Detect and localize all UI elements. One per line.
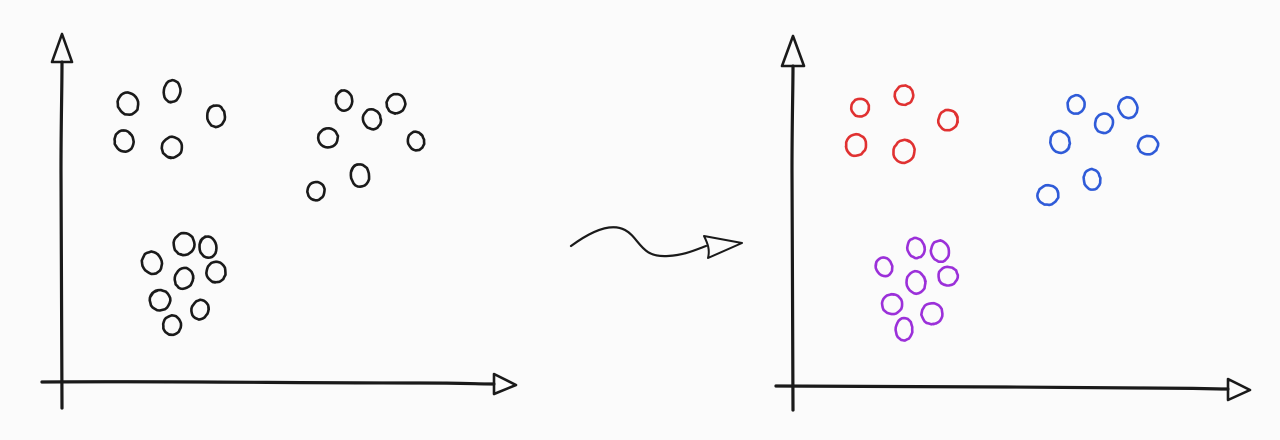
before-y-axis	[59, 60, 64, 410]
after-point-c3-5	[880, 292, 904, 316]
before-point-14	[198, 235, 218, 259]
before-point-17	[148, 288, 172, 312]
before-point-16	[205, 260, 227, 284]
before-point-12	[140, 250, 164, 276]
squiggle-arrowhead	[703, 235, 743, 259]
before-y-axis-arrowhead	[50, 32, 74, 64]
before-point-13	[172, 231, 196, 257]
before-point-11	[349, 163, 371, 188]
before-point-7	[385, 92, 407, 115]
before-point-1	[162, 78, 182, 104]
before-point-4	[160, 135, 184, 160]
after-point-c1-2	[936, 108, 959, 132]
squiggle-line	[569, 226, 708, 258]
after-y-axis-arrowhead	[780, 34, 806, 68]
squiggle-arrow	[569, 226, 743, 259]
before-point-0	[116, 91, 140, 117]
before-point-6	[361, 107, 383, 131]
before-point-19	[161, 314, 183, 337]
after-point-c3-3	[905, 269, 927, 296]
after-point-c2-6	[1082, 167, 1102, 191]
before-point-3	[113, 129, 136, 154]
after-point-c1-1	[893, 84, 915, 107]
after-panel	[774, 34, 1252, 412]
after-point-c2-0	[1066, 93, 1086, 115]
before-point-9	[406, 130, 426, 152]
after-points	[844, 84, 1160, 342]
after-point-c3-0	[874, 256, 894, 278]
after-point-c3-2	[929, 239, 951, 264]
after-point-c3-6	[920, 301, 944, 326]
before-point-15	[173, 266, 195, 291]
after-point-c2-5	[1036, 183, 1060, 207]
after-point-c1-0	[849, 97, 871, 118]
after-y-axis	[790, 64, 795, 412]
after-point-c1-4	[892, 138, 916, 165]
before-points	[113, 78, 426, 337]
after-x-axis-arrowhead	[1226, 377, 1252, 402]
before-x-axis-arrowhead	[492, 372, 518, 396]
after-point-c3-1	[905, 236, 927, 260]
after-point-c1-3	[844, 132, 868, 158]
after-point-c3-4	[937, 265, 960, 287]
after-point-c2-2	[1117, 95, 1139, 120]
before-panel	[40, 32, 518, 410]
before-point-8	[316, 126, 340, 149]
after-point-c2-3	[1048, 129, 1072, 155]
before-point-18	[190, 298, 211, 321]
before-x-axis	[40, 380, 496, 386]
before-point-5	[334, 89, 354, 113]
after-point-c2-4	[1136, 134, 1160, 156]
before-point-10	[306, 180, 326, 202]
before-point-2	[205, 104, 227, 129]
after-x-axis	[774, 384, 1230, 391]
after-point-c3-7	[894, 316, 914, 342]
after-point-c2-1	[1093, 112, 1115, 135]
